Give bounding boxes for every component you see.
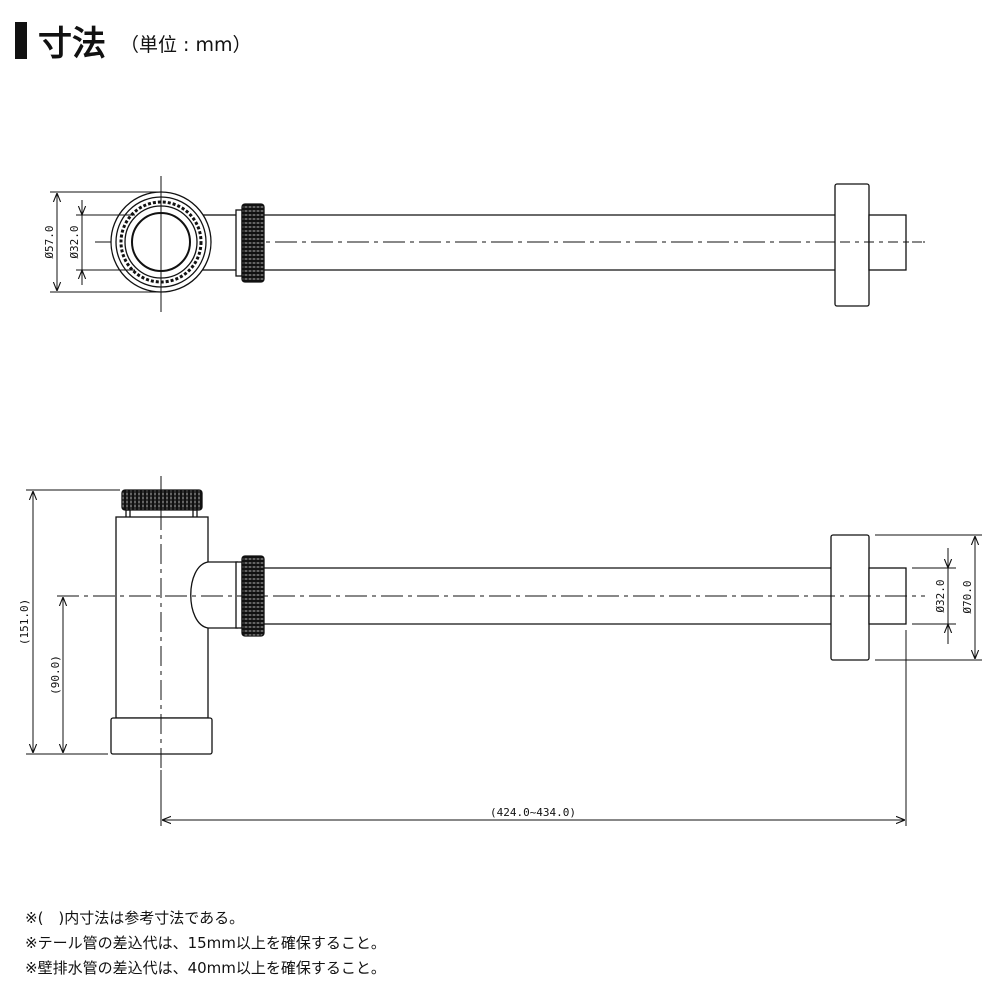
dim-inner-diameter: Ø32.0 (68, 225, 81, 258)
dim-length: (424.0~434.0) (490, 806, 576, 819)
note-item: ※テール管の差込代は、15mm以上を確保すること。 (25, 934, 386, 952)
page-title: 寸法 (38, 24, 106, 64)
dim-total-height: (151.0) (18, 599, 31, 645)
dim-flange-diameter: Ø70.0 (961, 580, 974, 613)
side-view (26, 476, 982, 826)
notes: ※( )内寸法は参考寸法である。 ※テール管の差込代は、15mm以上を確保するこ… (25, 906, 386, 981)
note-item: ※( )内寸法は参考寸法である。 (25, 909, 245, 927)
title-bar-decoration (15, 22, 27, 59)
dim-outer-diameter: Ø57.0 (43, 225, 56, 258)
dim-center-height: (90.0) (49, 655, 62, 695)
dim-pipe-diameter: Ø32.0 (934, 579, 947, 612)
note-item: ※壁排水管の差込代は、40mm以上を確保すること。 (25, 959, 386, 977)
unit-label: （単位 : mm） (120, 34, 252, 56)
top-view (50, 176, 925, 312)
